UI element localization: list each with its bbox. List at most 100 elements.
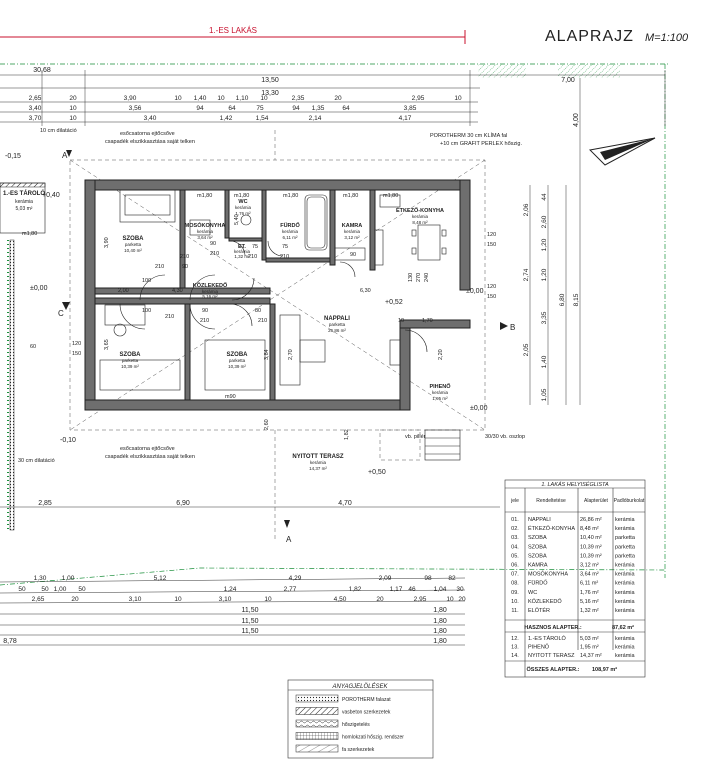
door-mark: m1,80 xyxy=(343,193,358,199)
table-cell-area: 3,12 m² xyxy=(580,563,599,569)
top-dimension-chains xyxy=(0,70,666,126)
dimension-label: 1,10 xyxy=(236,95,249,102)
room-name: WC xyxy=(238,199,247,205)
dimension-label: 11,50 xyxy=(242,618,259,625)
room-area: 10,39 m² xyxy=(121,364,139,369)
table-header: Padlóburkolat xyxy=(614,498,645,504)
room-area: 3,64 m² xyxy=(197,235,213,240)
dimension-label: 4,00 xyxy=(573,113,580,127)
dimension-label: 75 xyxy=(256,105,264,112)
dimension-label: 2,06 xyxy=(523,203,530,216)
dimension-label: 10 xyxy=(69,105,77,112)
dimension-label: 8,78 xyxy=(3,638,17,645)
dimension-label: 3,40 xyxy=(144,115,157,122)
dimension-label: 50 xyxy=(18,586,26,593)
dimension-label: 20 xyxy=(376,596,384,603)
table-cell-floor: kerámia xyxy=(615,517,636,523)
room-area: 6,11 m² xyxy=(283,235,298,240)
door-mark: 2,70 xyxy=(288,349,294,360)
door-mark: 90 xyxy=(182,264,188,270)
room-name: SZOBA xyxy=(123,236,145,242)
door-mark: 5,40 xyxy=(234,214,240,225)
table-cell-floor: parketta xyxy=(615,544,636,550)
dimension-label: 3,56 xyxy=(129,105,142,112)
door-mark: 270 xyxy=(416,273,422,282)
table-cell-id: 08. xyxy=(511,581,519,587)
door-mark: 150 xyxy=(487,294,496,300)
bottom-dimension-chains xyxy=(0,506,500,646)
table-cell-floor: parketta xyxy=(615,535,636,541)
door-mark: 90 xyxy=(202,308,208,314)
table-cell-id: 05. xyxy=(511,553,519,559)
dimension-label: 2,95 xyxy=(412,95,425,102)
table-cell-id: 03. xyxy=(511,535,519,541)
note-gutter: csapadék elszikkasztása saját telken xyxy=(105,139,195,145)
dimension-label: 3,35 xyxy=(541,311,548,324)
door-mark: 4,30 xyxy=(172,288,183,294)
door-mark: 1,82 xyxy=(344,429,350,440)
dimension-label: 2,05 xyxy=(523,343,530,356)
door-mark: 130 xyxy=(408,273,414,282)
door-mark: 2,20 xyxy=(438,349,444,360)
table-cell-room: WC xyxy=(528,590,537,596)
dimension-label: 4,50 xyxy=(334,596,347,603)
table-cell-id: 04. xyxy=(511,544,519,550)
room-floor: parketta xyxy=(125,242,142,247)
section-marks: A B C A xyxy=(58,150,515,544)
dimension-label: 1,40 xyxy=(194,95,207,102)
dimension-label: 10 xyxy=(217,95,225,102)
room-name: FÜRDŐ xyxy=(280,222,300,229)
dimension-label: 1,05 xyxy=(541,388,548,401)
table-cell-area: 6,11 m² xyxy=(580,581,598,587)
door-mark: 240 xyxy=(424,273,430,282)
dimension-label: 3,90 xyxy=(124,95,137,102)
table-cell-id: 09. xyxy=(511,590,519,596)
door-mark: 120 xyxy=(487,232,496,238)
door-mark: 2,00 xyxy=(118,288,129,294)
boundary-wall xyxy=(9,239,15,531)
entrance-stairs xyxy=(379,429,461,461)
dimension-label: 10 xyxy=(264,596,272,603)
dimension-row: 3,40 10 3,56 94 64 75 94 1,35 64 3,85 xyxy=(29,105,417,112)
legend-label: fa szerkezetek xyxy=(342,747,375,753)
legend-swatch xyxy=(295,719,339,728)
dimension-label: 4,29 xyxy=(289,575,302,582)
table-cell-id: 02. xyxy=(511,526,519,532)
room-area: 10,40 m² xyxy=(124,248,142,253)
table-cell-floor: kerámia xyxy=(615,599,636,605)
door-mark: m1,80 xyxy=(383,193,398,199)
room-area: 10,39 m² xyxy=(228,364,246,369)
dimension-label: 64 xyxy=(342,105,350,112)
table-cell-id: 13. xyxy=(511,645,519,651)
table-cell-room: FÜRDŐ xyxy=(528,580,548,587)
door-mark: 1,70 xyxy=(422,318,433,324)
room-name: 1.-ES TÁROLÓ xyxy=(3,189,45,197)
dimension-label: 1,04 xyxy=(434,586,447,593)
door-mark: 100 xyxy=(142,308,151,314)
table-cell-area: 10,39 m² xyxy=(580,553,602,559)
table-cell-id: 01. xyxy=(511,517,519,523)
table-cell-area: 5,16 m² xyxy=(580,599,599,605)
dimension-label: 1,35 xyxy=(312,105,325,112)
door-mark: 120 xyxy=(487,284,496,290)
door-mark: 210 xyxy=(258,318,267,324)
level-mark: +0,52 xyxy=(385,299,403,306)
room-floor: parketta xyxy=(329,322,346,327)
table-cell-id: 12. xyxy=(511,636,519,642)
door-mark: 75 xyxy=(282,244,288,250)
room-area: 8,48 m² xyxy=(412,220,428,225)
dimension-label: 2,14 xyxy=(309,115,322,122)
dimension-label: 13,30 xyxy=(261,90,279,97)
dimension-label: 10 xyxy=(454,95,462,102)
door-marks: m1,80 m1,80 m1,80 m1,80 m1,80 m90 90 210… xyxy=(22,193,496,440)
table-cell-room: NYITOTT TERASZ xyxy=(528,653,575,659)
dimension-label: 94 xyxy=(292,105,300,112)
dimension-label: 2,74 xyxy=(523,268,530,281)
table-title: 1. LAKÁS HELYISÉGLISTA xyxy=(541,481,609,488)
dimension-row: 3,70 10 3,40 1,42 1,54 2,14 4,17 xyxy=(29,115,412,122)
door-mark: 150 xyxy=(487,242,496,248)
door-mark: 90 xyxy=(350,252,356,258)
room-name: SZOBA xyxy=(120,352,142,358)
legend-label: POROTHERM falazat xyxy=(342,697,391,703)
